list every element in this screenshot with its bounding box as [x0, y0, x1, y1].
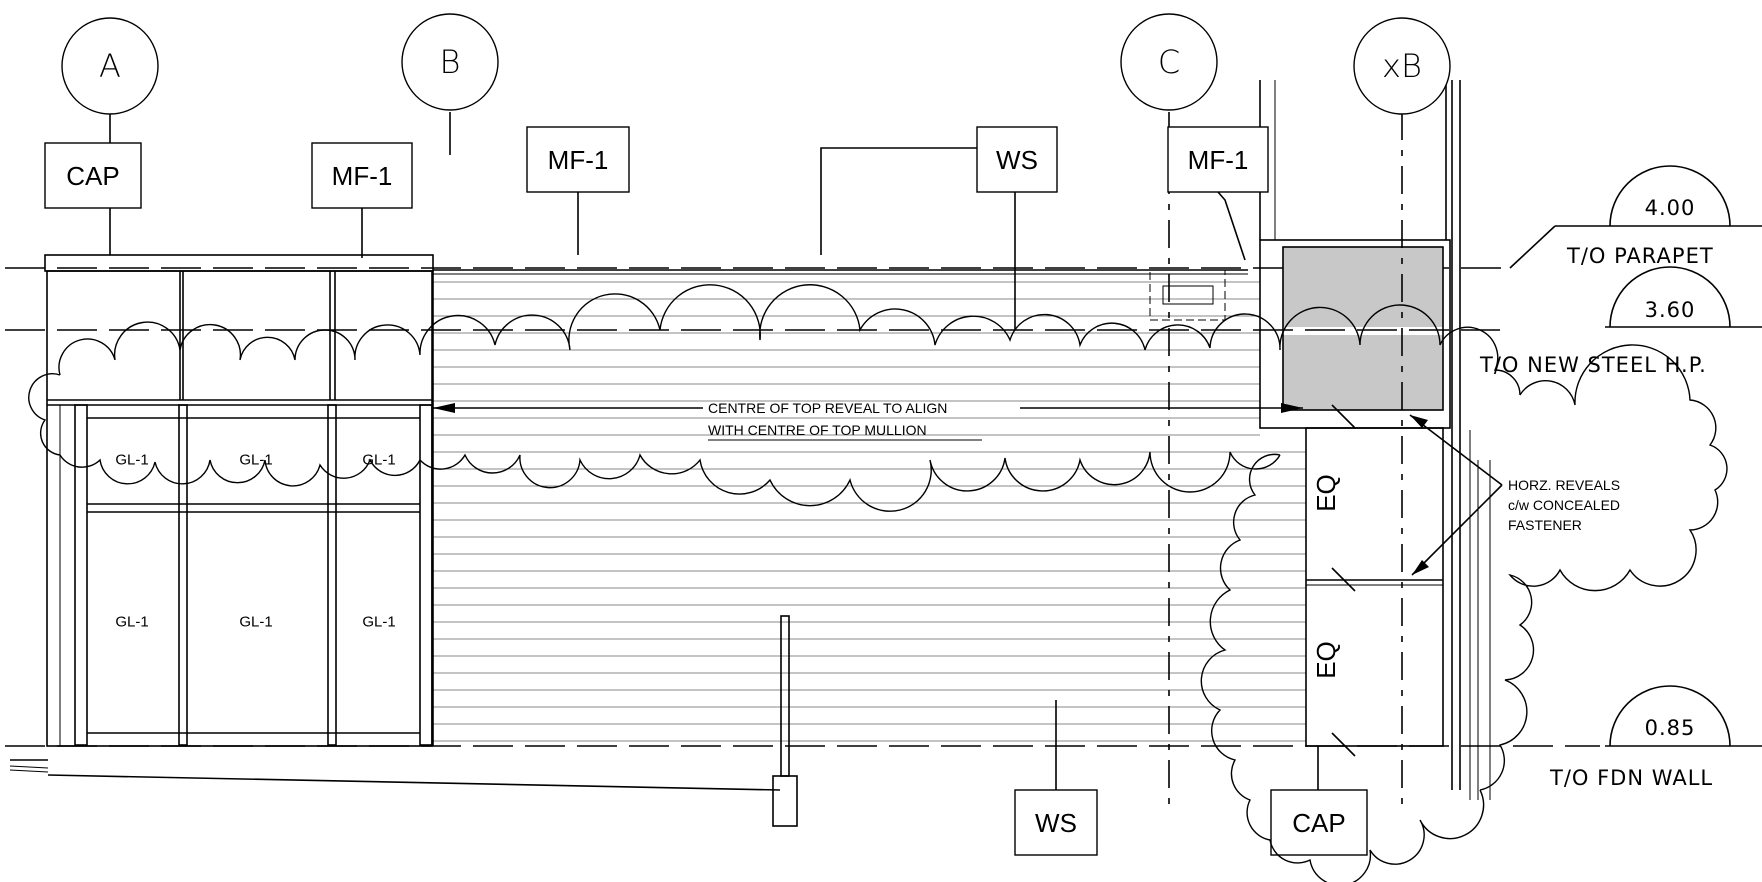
svg-text:WS: WS: [1035, 808, 1077, 838]
dimension-eq-upper: EQ: [1311, 474, 1341, 512]
svg-text:T/O NEW STEEL H.P.: T/O NEW STEEL H.P.: [1479, 353, 1707, 377]
svg-text:A: A: [99, 47, 121, 85]
rooftop-unit-outline: [1149, 269, 1226, 321]
svg-text:MF-1: MF-1: [1188, 145, 1249, 175]
svg-text:MF-1: MF-1: [548, 145, 609, 175]
leader-mf1-c: [1217, 191, 1246, 261]
svg-text:T/O PARAPET: T/O PARAPET: [1566, 244, 1714, 268]
arrowhead: [1410, 415, 1428, 428]
horz-note-line3: FASTENER: [1508, 517, 1582, 533]
tag-ws-top: WS: [976, 126, 1058, 193]
storefront-frame: [46, 270, 433, 747]
grid-bubble-c: C: [1120, 13, 1218, 111]
svg-text:WS: WS: [996, 145, 1038, 175]
grade-line-3: [9, 769, 49, 773]
tag-ws-bottom: WS: [1014, 789, 1098, 856]
dim-tick: [1331, 732, 1356, 757]
horz-reveal-leader-1: [1409, 414, 1503, 486]
arrowhead: [1281, 403, 1303, 413]
horz-note-line2: c/w CONCEALED: [1508, 497, 1620, 513]
reveal-note-line1: CENTRE OF TOP REVEAL TO ALIGN: [708, 400, 947, 416]
svg-text:3.60: 3.60: [1645, 298, 1696, 322]
glazing-label: GL-1: [239, 452, 272, 469]
svg-text:xB: xB: [1382, 47, 1422, 85]
glazing-label: GL-1: [362, 614, 395, 631]
pilaster-lower-box: [1305, 427, 1444, 747]
arrowhead: [433, 403, 455, 413]
tag-mf1-b: MF-1: [526, 126, 630, 193]
pilaster-inner-box: [1282, 246, 1444, 411]
glazing-label: GL-1: [115, 614, 148, 631]
tag-mf1-c: MF-1: [1167, 126, 1269, 193]
horz-note-line1: HORZ. REVEALS: [1508, 477, 1620, 493]
grid-bubble-b: B: [401, 13, 499, 111]
dim-tick: [1331, 404, 1356, 429]
grid-bubble-xb: xB: [1353, 17, 1451, 115]
grade-slope-line: [47, 774, 781, 791]
level-marker-foundation: 0.85 T/O FDN WALL: [1549, 685, 1762, 790]
level-marker-steel: 3.60 T/O NEW STEEL H.P.: [1479, 266, 1762, 377]
svg-text:CAP: CAP: [66, 161, 119, 191]
svg-text:MF-1: MF-1: [332, 161, 393, 191]
tag-mf1-a: MF-1: [311, 142, 413, 209]
downspout-base: [772, 775, 798, 827]
horz-reveal-leader-2: [1411, 484, 1503, 576]
reveal-note-line2: WITH CENTRE OF TOP MULLION: [708, 422, 927, 438]
gray-panel-lower: [1283, 335, 1443, 410]
svg-text:CAP: CAP: [1292, 808, 1345, 838]
tag-cap-right: CAP: [1270, 789, 1368, 856]
glazing-label: GL-1: [239, 614, 272, 631]
svg-text:T/O FDN WALL: T/O FDN WALL: [1549, 766, 1713, 790]
leader-ws-top: [820, 147, 977, 255]
dim-tick: [1331, 567, 1356, 592]
arrowhead: [1412, 560, 1429, 575]
revision-cloud-top: [28, 284, 1728, 882]
dimension-eq-lower: EQ: [1311, 641, 1341, 679]
gray-panel-upper: [1283, 247, 1443, 327]
svg-text:B: B: [440, 43, 461, 81]
tag-cap-left: CAP: [44, 142, 142, 209]
glazing-label: GL-1: [115, 452, 148, 469]
glazing-label: GL-1: [362, 452, 395, 469]
wall-siding-pattern: [432, 270, 1306, 746]
svg-text:4.00: 4.00: [1645, 196, 1696, 220]
svg-text:C: C: [1158, 43, 1180, 81]
svg-text:0.85: 0.85: [1645, 716, 1696, 740]
grade-line-2: [9, 765, 49, 769]
grid-bubble-a: A: [61, 17, 159, 115]
rooftop-unit: [1162, 285, 1214, 305]
level-marker-parapet: 4.00 T/O PARAPET: [1509, 165, 1762, 269]
downspout: [780, 615, 790, 777]
